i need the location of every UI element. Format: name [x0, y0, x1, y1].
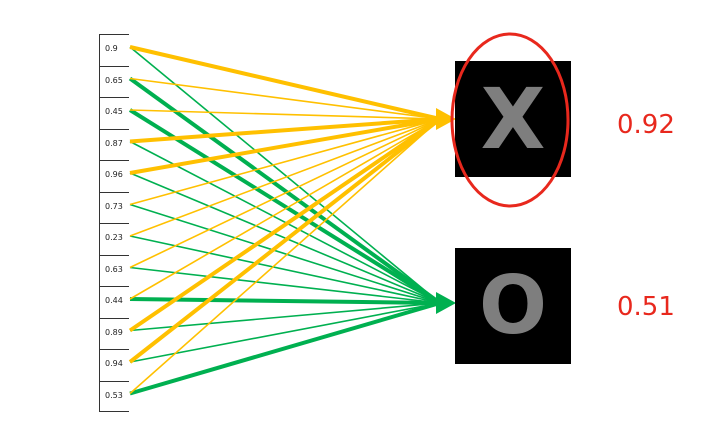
input-cell: 0.23 [100, 223, 129, 254]
x-connection-line [129, 45, 441, 121]
x-connection-line [128, 117, 442, 333]
x-connection-line [129, 118, 441, 237]
x-score: 0.92 [617, 110, 675, 140]
input-value: 0.94 [105, 359, 123, 368]
input-value: 0.53 [105, 390, 123, 400]
x-connection-line [129, 118, 441, 269]
input-cell: 0.45 [100, 97, 129, 128]
x-connection-line [129, 77, 441, 120]
input-cell: 0.73 [100, 191, 129, 223]
input-cell: 0.63 [100, 254, 129, 286]
input-cell: 0.44 [100, 286, 129, 317]
o-connection-line [129, 301, 441, 396]
input-cell: 0.87 [100, 128, 129, 160]
input-value: 0.45 [105, 107, 123, 116]
input-value: 0.96 [105, 170, 123, 179]
input-cell: 0.65 [100, 65, 129, 97]
input-value: 0.9 [105, 44, 118, 53]
input-cell: 0.9 [100, 34, 129, 65]
x-connection-line [129, 117, 441, 144]
x-connection-line [129, 118, 441, 300]
o-connection-line [129, 297, 441, 305]
x-connection-line [129, 109, 441, 120]
x-connection-line [129, 117, 441, 175]
input-value: 0.63 [105, 264, 123, 274]
o-connection-line [129, 203, 441, 304]
output-o-box: O [455, 248, 571, 364]
o-connection-line [129, 46, 441, 304]
o-connection-line [129, 235, 441, 304]
input-cell: 0.94 [100, 349, 129, 380]
o-connection-line [129, 302, 441, 332]
input-value: 0.44 [105, 296, 123, 305]
input-value: 0.87 [105, 138, 123, 148]
input-value: 0.89 [105, 327, 123, 337]
o-score: 0.51 [617, 292, 675, 322]
input-cell: 0.96 [100, 160, 129, 191]
o-connection-line [129, 140, 441, 304]
x-glyph: X [480, 70, 546, 168]
input-value: 0.65 [105, 75, 123, 85]
o-connection-line [129, 266, 441, 304]
input-value: 0.73 [105, 201, 123, 211]
input-cell: 0.53 [100, 380, 129, 412]
o-connection-line [128, 108, 442, 305]
x-connection-line [128, 117, 442, 364]
o-glyph: O [478, 259, 547, 352]
x-connections [128, 45, 442, 395]
output-x-box: X [455, 61, 571, 177]
input-values-column: 0.9 0.65 0.45 0.87 0.96 0.73 0.23 0.63 0.44 0.89 0… [99, 34, 129, 412]
input-value: 0.23 [105, 233, 123, 242]
x-connection-line [129, 118, 441, 206]
input-cell: 0.89 [100, 317, 129, 349]
o-connection-line [128, 76, 442, 305]
o-arrowhead [436, 292, 456, 314]
x-connection-line [129, 118, 441, 395]
x-arrowhead [436, 108, 456, 130]
o-connection-line [129, 302, 441, 363]
